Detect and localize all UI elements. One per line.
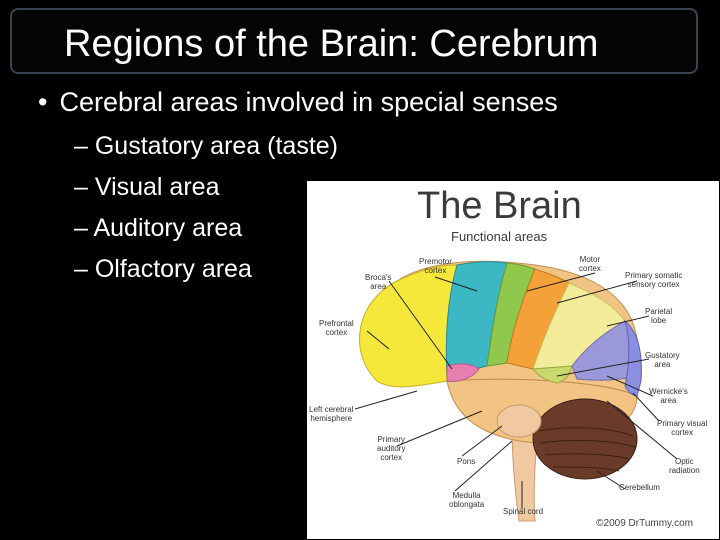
label-spinal: Spinal cord xyxy=(503,507,544,516)
label-auditory: Primary auditory cortex xyxy=(377,435,406,463)
sub-item-gustatory: – Gustatory area (taste) xyxy=(74,132,339,160)
pons-shape xyxy=(496,404,542,438)
slide-title: Regions of the Brain: Cerebrum xyxy=(64,23,599,65)
visual-shape xyxy=(624,319,642,397)
bullet-marker: • xyxy=(38,87,48,117)
sub-item-olfactory: – Olfactory area xyxy=(74,255,252,283)
brain-diagram-image: The Brain Functional areas Premotor cort… xyxy=(307,181,719,539)
label-brocas: Broca's area xyxy=(365,273,392,292)
label-parietal: Parietal lobe xyxy=(645,307,673,326)
label-pons: Pons xyxy=(457,457,476,466)
label-gustatory: Gustatory area xyxy=(645,351,680,370)
label-optic: Optic radiation xyxy=(669,457,700,476)
label-cerebellum: Cerebellum xyxy=(619,483,660,492)
label-wernickes: Wernicke's area xyxy=(649,387,688,406)
label-left-hemisphere: Left cerebral hemisphere xyxy=(309,405,354,424)
label-prefrontal: Prefrontal cortex xyxy=(319,319,354,338)
figure-title: The Brain xyxy=(417,185,582,227)
sub-item-auditory: – Auditory area xyxy=(74,214,243,242)
label-motor: Motor cortex xyxy=(579,255,601,274)
gustatory-shape xyxy=(532,365,573,384)
label-visual: Primary visual cortex xyxy=(657,419,708,438)
sub-item-visual: – Visual area xyxy=(74,173,220,201)
main-bullet: • Cerebral areas involved in special sens… xyxy=(38,86,558,118)
bullet-text: Cerebral areas involved in special sense… xyxy=(59,87,558,117)
brain-illustration xyxy=(354,260,678,522)
label-medulla: Medulla oblongata xyxy=(449,491,485,510)
brocas-shape xyxy=(446,363,480,382)
cerebellum-shape xyxy=(532,398,638,480)
label-somatic: Primary somatic sensory cortex xyxy=(625,271,683,290)
title-bar: Regions of the Brain: Cerebrum xyxy=(10,8,698,74)
sub-bullet-list: – Gustatory area (taste) – Visual area –… xyxy=(74,128,338,292)
figure-subtitle: Functional areas xyxy=(451,229,548,244)
figure-credit: ©2009 DrTummy.com xyxy=(596,518,693,529)
label-premotor: Premotor cortex xyxy=(419,257,452,276)
